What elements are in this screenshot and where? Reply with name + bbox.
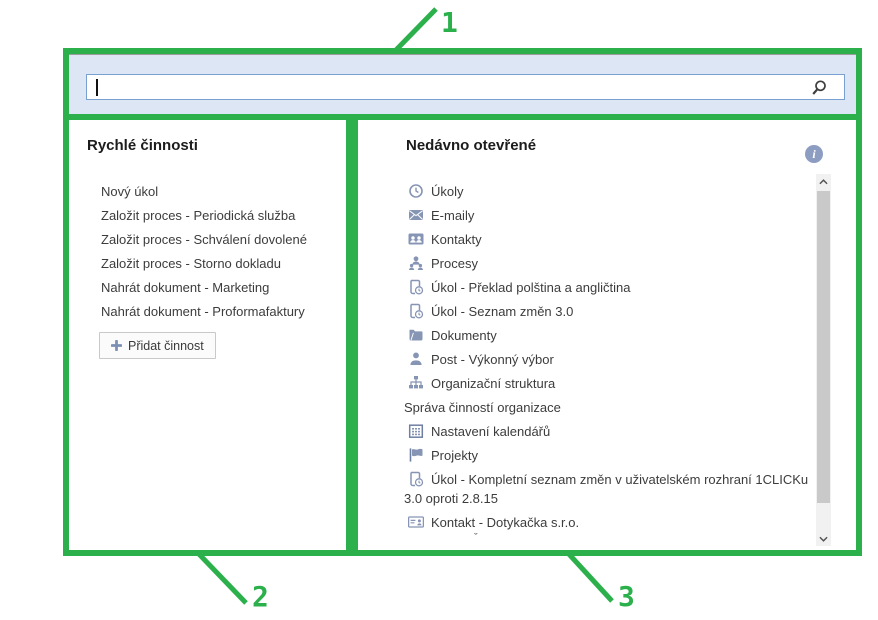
list-item[interactable]: E-maily bbox=[404, 206, 834, 225]
annotation-box-quick-actions: Rychlé činnosti Nový úkol Založit proces… bbox=[63, 114, 352, 556]
add-activity-button[interactable]: Přidat činnost bbox=[99, 332, 216, 359]
task-icon bbox=[408, 279, 425, 295]
task-icon bbox=[408, 471, 425, 487]
list-item-label: Úkol - Kompletní seznam změn v uživatels… bbox=[404, 472, 809, 506]
scrollbar[interactable] bbox=[816, 174, 831, 546]
chevron-up-icon bbox=[819, 178, 828, 184]
annotation-label-1: 1 bbox=[441, 6, 458, 39]
list-item[interactable]: Nastavení kalendářů bbox=[404, 422, 834, 441]
list-item-label: Kontakty bbox=[431, 232, 482, 247]
quick-action-item[interactable]: Založit proces - Periodická služba bbox=[101, 208, 296, 223]
list-item-label: E-maily bbox=[431, 208, 475, 223]
list-item-label: Úkol - Seznam změn 3.0 bbox=[431, 304, 574, 319]
contact-card-icon bbox=[407, 514, 425, 530]
recent-title: Nedávno otevřené bbox=[406, 137, 537, 154]
list-item-label: Správa činností organizace bbox=[404, 400, 561, 415]
add-activity-label: Přidat činnost bbox=[128, 338, 204, 353]
search-input[interactable] bbox=[86, 74, 845, 100]
annotation-label-3: 3 bbox=[618, 580, 635, 613]
flag-icon bbox=[408, 447, 425, 463]
process-icon bbox=[408, 255, 425, 271]
quick-actions-title: Rychlé činnosti bbox=[87, 137, 198, 154]
calendar-icon bbox=[408, 423, 425, 439]
list-item-label: Procesy bbox=[431, 256, 478, 271]
annotation-box-search bbox=[63, 48, 862, 120]
list-item-label: Dokumenty bbox=[431, 328, 497, 343]
list-item[interactable]: Dokumenty bbox=[404, 326, 834, 345]
clipped-list-item: ˇ bbox=[474, 532, 478, 544]
list-item[interactable]: Post - Výkonný výbor bbox=[404, 350, 834, 369]
info-icon[interactable]: i bbox=[805, 145, 823, 163]
search-icon[interactable] bbox=[810, 79, 828, 97]
list-item-label: Úkoly bbox=[431, 184, 464, 199]
quick-actions-list: Nový úkol Založit proces - Periodická sl… bbox=[101, 182, 331, 326]
quick-action-item[interactable]: Založit proces - Storno dokladu bbox=[101, 256, 281, 271]
annotation-box-recent: Nedávno otevřené i Úkoly E-maily Kontakt… bbox=[352, 114, 862, 556]
quick-action-item[interactable]: Nahrát dokument - Marketing bbox=[101, 280, 270, 295]
contacts-icon bbox=[408, 231, 425, 247]
text-cursor bbox=[96, 79, 98, 96]
clock-icon bbox=[408, 183, 425, 199]
list-item-label: Post - Výkonný výbor bbox=[431, 352, 554, 367]
chevron-down-icon bbox=[819, 536, 828, 542]
task-icon bbox=[408, 303, 425, 319]
annotation-label-2: 2 bbox=[252, 580, 269, 613]
list-item[interactable]: Úkoly bbox=[404, 182, 834, 201]
search-bar bbox=[69, 54, 856, 114]
recent-list: Úkoly E-maily Kontakty Procesy Úkol - Př… bbox=[404, 182, 834, 537]
quick-action-item[interactable]: Nový úkol bbox=[101, 184, 159, 199]
email-icon bbox=[408, 207, 425, 223]
list-item[interactable]: Úkol - Překlad polština a angličtina bbox=[404, 278, 834, 297]
list-item[interactable]: Kontakty bbox=[404, 230, 834, 249]
quick-action-item[interactable]: Nahrát dokument - Proformafaktury bbox=[101, 304, 305, 319]
list-item-label: Nastavení kalendářů bbox=[431, 424, 551, 439]
plus-icon bbox=[111, 340, 122, 351]
list-item[interactable]: Procesy bbox=[404, 254, 834, 273]
folder-icon bbox=[408, 327, 425, 343]
list-item[interactable]: Kontakt - Dotykačka s.r.o. bbox=[404, 513, 834, 532]
list-item[interactable]: Úkol - Seznam změn 3.0 bbox=[404, 302, 834, 321]
list-item-label: Kontakt - Dotykačka s.r.o. bbox=[431, 515, 580, 530]
list-item-label: Úkol - Překlad polština a angličtina bbox=[431, 280, 631, 295]
scroll-down-button[interactable] bbox=[816, 531, 831, 546]
person-icon bbox=[408, 351, 425, 367]
list-item[interactable]: Správa činností organizace bbox=[404, 398, 834, 417]
list-item[interactable]: Organizační struktura bbox=[404, 374, 834, 393]
list-item-label: Organizační struktura bbox=[431, 376, 556, 391]
scroll-thumb[interactable] bbox=[817, 191, 830, 503]
quick-action-item[interactable]: Založit proces - Schválení dovolené bbox=[101, 232, 307, 247]
list-item[interactable]: Úkol - Kompletní seznam změn v uživatels… bbox=[404, 470, 834, 508]
list-item-label: Projekty bbox=[431, 448, 478, 463]
scroll-up-button[interactable] bbox=[816, 174, 831, 189]
orgchart-icon bbox=[408, 375, 425, 391]
list-item[interactable]: Projekty bbox=[404, 446, 834, 465]
